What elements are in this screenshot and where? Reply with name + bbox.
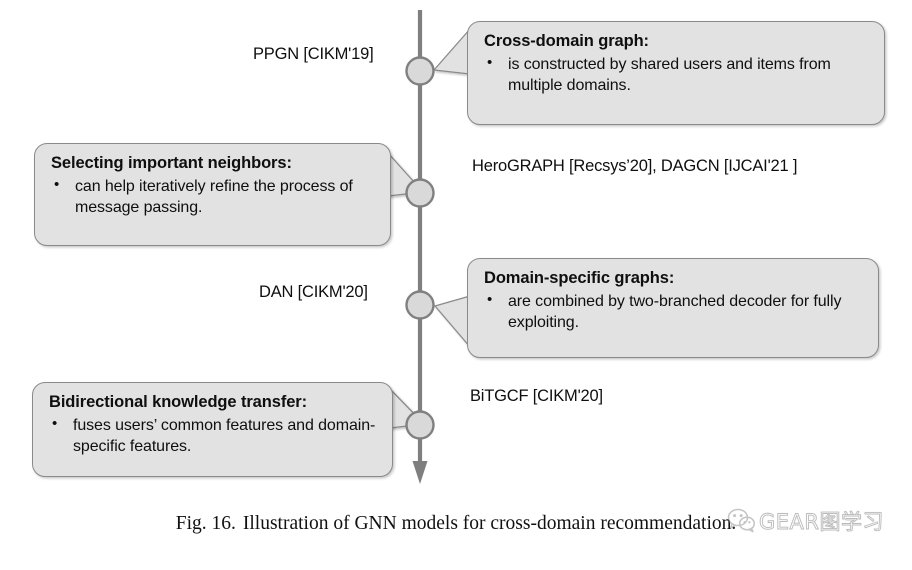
callout-title: Cross-domain graph:	[484, 32, 649, 50]
callout-tail-cross-domain	[433, 28, 471, 75]
timeline-node-ppgn[interactable]	[405, 56, 435, 86]
node-label-ppgn: PPGN [CIKM'19]	[253, 45, 374, 63]
node-label-bitgcf: BiTGCF [CIKM'20]	[470, 387, 603, 405]
callout-bullet: fuses users’ common features and domain-…	[49, 414, 378, 458]
timeline-node-bitgcf[interactable]	[405, 410, 435, 440]
callout-tails	[387, 28, 471, 429]
callout-bullet: can help iteratively refine the process …	[51, 175, 376, 219]
callout-bullet-list: fuses users’ common features and domain-…	[49, 414, 378, 458]
callout-title: Selecting important neighbors:	[51, 154, 292, 172]
timeline-nodes	[405, 56, 435, 440]
figure-caption: Fig. 16. Illustration of GNN models for c…	[0, 513, 912, 535]
callout-bullet: are combined by two-branched decoder for…	[484, 290, 864, 334]
callout-cross-domain: Cross-domain graph: is constructed by sh…	[467, 21, 885, 125]
figure-caption-label: Fig. 16.	[175, 513, 236, 534]
timeline-axis-arrow	[412, 10, 428, 484]
callout-tail-domain-specific	[434, 295, 471, 348]
timeline-node-herograph[interactable]	[405, 178, 435, 208]
node-label-dan: DAN [CIKM'20]	[259, 283, 368, 301]
callout-bullet: is constructed by shared users and items…	[484, 53, 870, 97]
figure-caption-text: Illustration of GNN models for cross-dom…	[242, 513, 737, 534]
node-label-herograph: HeroGRAPH [Recsys’20], DAGCN [IJCAI'21 ]	[472, 157, 798, 175]
callout-title: Domain-specific graphs:	[484, 269, 675, 287]
callout-bullet-list: are combined by two-branched decoder for…	[484, 290, 864, 334]
callout-bullet-list: can help iteratively refine the process …	[51, 175, 376, 219]
timeline-node-dan[interactable]	[405, 290, 435, 320]
callout-bidirectional: Bidirectional knowledge transfer: fuses …	[32, 382, 393, 477]
callout-bullet-list: is constructed by shared users and items…	[484, 53, 870, 97]
callout-domain-specific: Domain-specific graphs: are combined by …	[467, 258, 879, 358]
callout-selecting-neighbors: Selecting important neighbors: can help …	[34, 143, 391, 246]
callout-title: Bidirectional knowledge transfer:	[49, 393, 308, 411]
